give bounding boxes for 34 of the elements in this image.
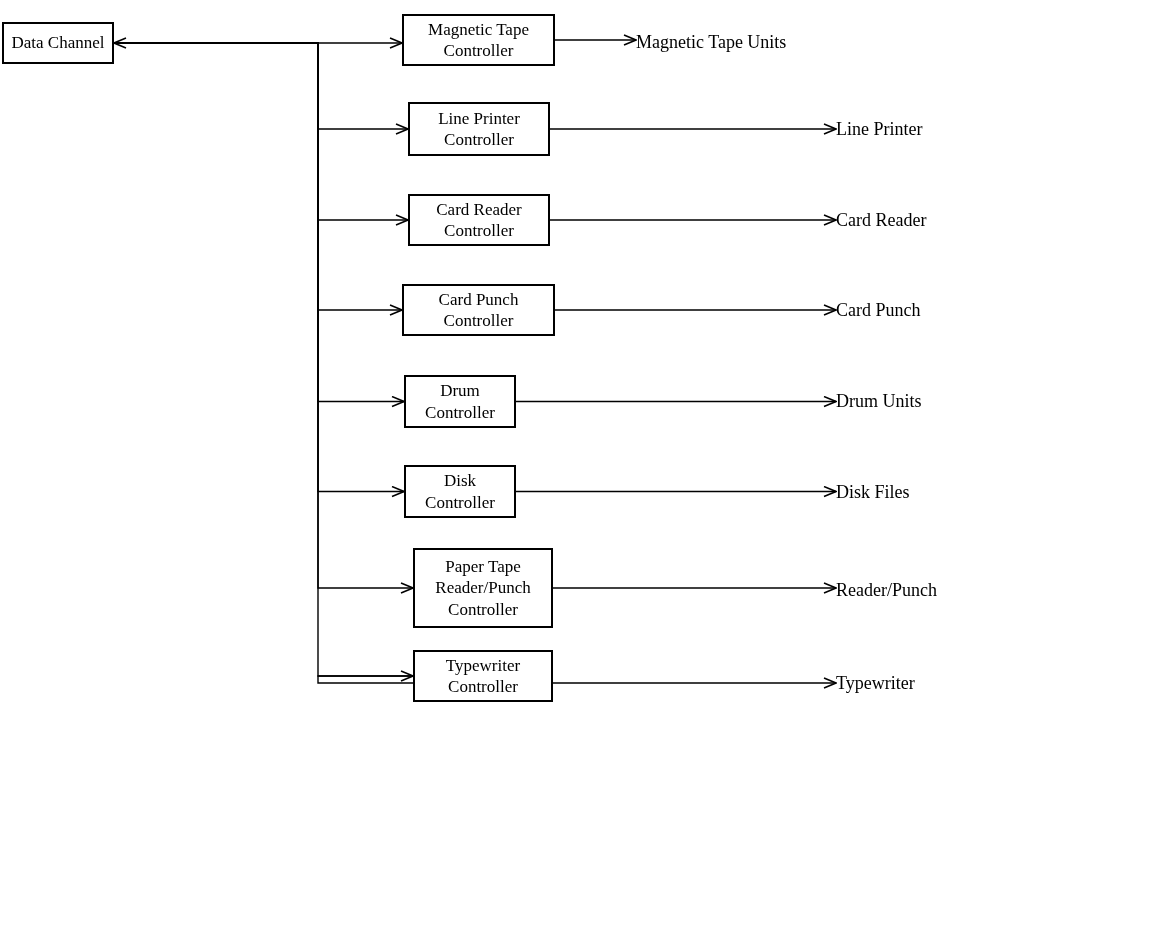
device-label: Drum Units (836, 387, 922, 415)
device-label: Typewriter (836, 669, 915, 697)
arrow (554, 304, 837, 316)
device-label: Line Printer (836, 115, 923, 143)
arrow (515, 485, 837, 498)
box-label: Magnetic Tape Controller (427, 18, 530, 62)
controller-box (408, 194, 550, 246)
controller-box (404, 465, 516, 518)
box-label: Line Printer Controller (437, 107, 521, 151)
device-label: Card Punch (836, 296, 921, 324)
box-label: Paper Tape Reader/Punch Controller (434, 556, 532, 620)
arrow (113, 37, 403, 49)
device-label: Reader/Punch (836, 576, 937, 604)
arrow (554, 34, 637, 46)
controller-box (402, 14, 555, 66)
arrow (549, 214, 837, 226)
device-label: Disk Files (836, 478, 910, 506)
box-label: Data Channel (11, 32, 105, 54)
arrow (549, 123, 837, 135)
controller-box (408, 102, 550, 156)
box-label: Drum Controller (424, 380, 496, 423)
controller-box (402, 284, 555, 336)
box-label: Card Reader Controller (435, 198, 523, 242)
device-label: Magnetic Tape Units (636, 28, 787, 56)
controller-box (2, 22, 114, 64)
box-label: Card Punch Controller (437, 288, 520, 332)
controller-box (413, 548, 553, 628)
device-label: Card Reader (836, 206, 927, 234)
controller-box (413, 650, 553, 702)
arrow (515, 395, 837, 408)
box-label: Disk Controller (424, 470, 496, 513)
box-label: Typewriter Controller (444, 654, 522, 698)
arrow (552, 582, 837, 594)
controller-box (404, 375, 516, 428)
